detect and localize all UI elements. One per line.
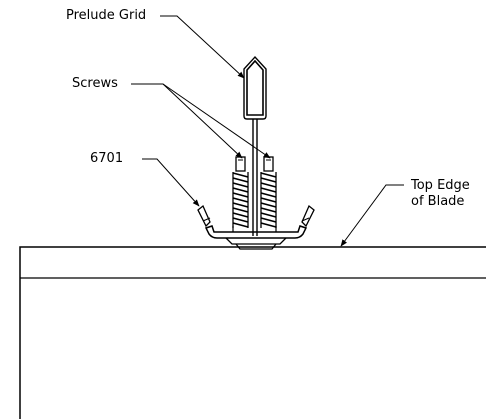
blade-outline	[19, 246, 486, 419]
label-6701: 6701	[90, 151, 124, 166]
prelude-grid-shape	[243, 55, 267, 236]
leader-6701	[142, 158, 200, 207]
label-top-edge-of-blade: Top Edge of Blade	[411, 178, 470, 210]
label-prelude-grid: Prelude Grid	[66, 8, 147, 23]
label-screws: Screws	[72, 76, 118, 91]
leader-prelude-grid	[160, 15, 245, 79]
leader-top-edge	[340, 184, 404, 247]
label-top-edge-line-1: Top Edge	[411, 178, 470, 193]
screw-right	[260, 156, 277, 228]
leader-screws	[131, 83, 271, 159]
label-top-edge-line-2: of Blade	[411, 194, 465, 209]
clip-6701-shape	[197, 204, 315, 250]
screw-left	[232, 156, 249, 228]
blade	[19, 246, 486, 419]
